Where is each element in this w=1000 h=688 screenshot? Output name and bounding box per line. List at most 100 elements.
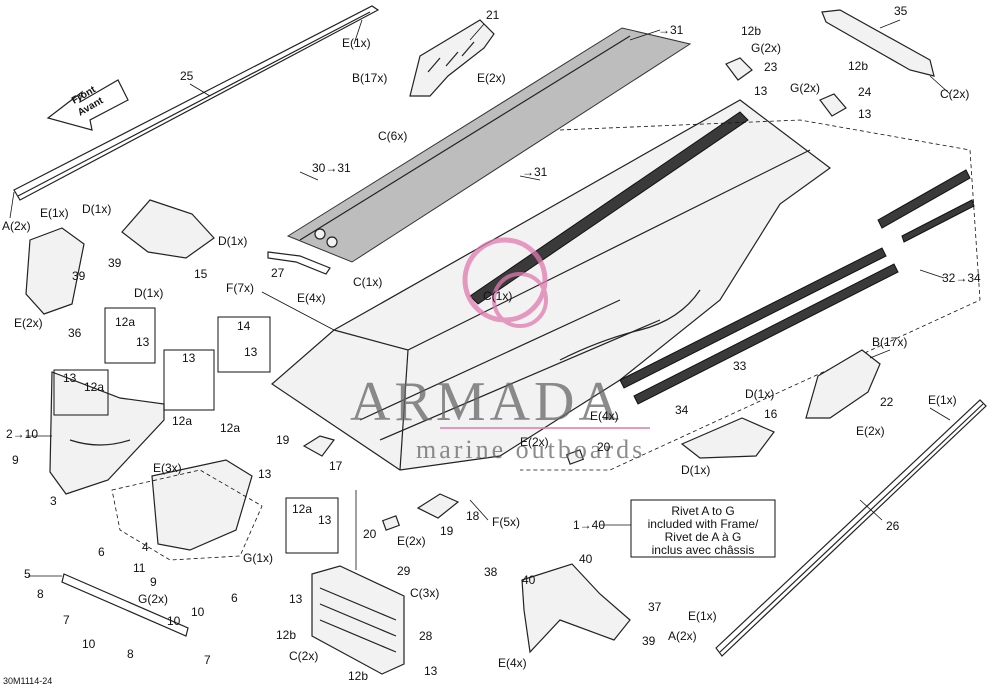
part-label-l-e4x-b: E(4x) (590, 409, 619, 423)
part-label-l-e2x-c: E(2x) (856, 424, 885, 438)
rail-25 (9, 5, 380, 219)
bracket-17 (302, 435, 336, 457)
part-labels: 25E(1x)A(2x)E(1x)21B(17x)E(2x)→31C(6x)30… (2, 4, 981, 683)
part-label-l-e2x-d: E(2x) (520, 435, 549, 449)
part-label-l13-a: 13 (754, 84, 768, 98)
bracket-36 (25, 227, 85, 315)
rivet-note-line2: included with Frame/ (648, 517, 759, 531)
part-label-l26: 26 (886, 519, 900, 533)
part-label-l-g1x: G(1x) (243, 551, 273, 565)
part-label-l13-c: 13 (136, 335, 150, 349)
part-label-l-e1x-d: E(1x) (688, 609, 717, 623)
part-label-l34: 34 (675, 403, 689, 417)
part-label-l-c6x: C(6x) (378, 129, 407, 143)
part-label-l13-h: 13 (318, 513, 332, 527)
part-label-l12a-c: 12a (172, 414, 192, 428)
part-label-l7-b: 7 (204, 653, 211, 667)
rivet-note-line1: Rivet A to G (671, 504, 734, 518)
part-label-l39-b: 39 (72, 269, 86, 283)
part-label-l33: 33 (733, 359, 747, 373)
part-label-l28: 28 (419, 629, 433, 643)
slide-rails-32-34 (619, 169, 975, 405)
tunnel-cover-30 (286, 27, 692, 263)
callout-boxes (53, 307, 339, 554)
part-label-l18: 18 (466, 509, 480, 523)
part-label-l13-e: 13 (182, 351, 196, 365)
part-label-l12a-b: 12a (84, 380, 104, 394)
bracket-22 (805, 349, 881, 419)
part-label-l2: 2→10 (6, 427, 38, 441)
part-label-l6-a: 6 (98, 545, 105, 559)
part-label-l-e4x-a: E(4x) (297, 291, 326, 305)
part-label-l15: 15 (194, 267, 208, 281)
part-label-l40-b: 40 (522, 573, 536, 587)
part-label-l-e4x-c: E(4x) (498, 656, 527, 670)
part-label-l12a-d: 12a (220, 421, 240, 435)
bar-5 (61, 573, 189, 637)
part-label-l8-b: 8 (127, 647, 134, 661)
part-label-l38: 38 (484, 565, 498, 579)
shield-15 (121, 199, 215, 259)
part-label-l-c1x-b: C(1x) (483, 289, 512, 303)
part-label-l12b-c: 12b (276, 628, 296, 642)
part-label-l13-j: 13 (424, 664, 438, 678)
part-label-l13-f: 13 (63, 371, 77, 385)
part-label-l6-b: 6 (231, 591, 238, 605)
part-label-l-e2x-e: E(2x) (397, 534, 426, 548)
bracket-37 (521, 563, 631, 654)
part-label-l17: 17 (329, 459, 343, 473)
diagram-id: 30M1114-24 (3, 676, 52, 686)
rivet-note-line3: Rivet de A à G (665, 530, 742, 544)
part-label-l-e1x-a: E(1x) (342, 36, 371, 50)
part-label-l-b17x-a: B(17x) (352, 71, 387, 85)
lower-frame-4 (151, 459, 253, 551)
part-label-l10-b: 10 (167, 614, 181, 628)
part-label-l12b-d: 12b (348, 669, 368, 683)
part-label-l-d1x-c: D(1x) (134, 286, 163, 300)
part-label-l11: 11 (133, 561, 146, 575)
bracket-18 (416, 493, 460, 519)
part-label-l13-d: 13 (244, 345, 258, 359)
part-label-l31a: →31 (658, 23, 684, 37)
leader-lines (26, 19, 951, 577)
rivet-note: Rivet A to G included with Frame/ Rivet … (600, 499, 776, 558)
part-label-l27: 27 (271, 266, 285, 280)
rail-26 (715, 399, 987, 657)
part-label-l20-b: 20 (363, 527, 377, 541)
part-label-l29: 29 (397, 564, 411, 578)
part-label-l-c2x-a: C(2x) (940, 87, 969, 101)
bar-27 (267, 251, 331, 275)
part-label-l39-c: 39 (642, 634, 656, 648)
watermark: ARMADA marine outboards (350, 237, 650, 464)
part-label-l40-a: 40 (579, 552, 593, 566)
part-label-l-e3x: E(3x) (153, 461, 182, 475)
part-label-l-c1x-a: C(1x) (353, 275, 382, 289)
part-label-l1: 1→40 (573, 518, 605, 532)
bracket-24 (819, 93, 847, 117)
part-label-l-c2x-b: C(2x) (289, 649, 318, 663)
part-label-l-d1x-a: D(1x) (82, 202, 111, 216)
part-label-l19-b: 19 (440, 524, 454, 538)
watermark-tagline: marine outboards (416, 435, 645, 464)
part-label-l9-a: 9 (12, 453, 19, 467)
cooler-28 (311, 565, 405, 675)
part-label-l23: 23 (764, 60, 778, 74)
watermark-brand: ARMADA (350, 371, 623, 433)
part-label-l13-b: 13 (858, 107, 872, 121)
part-label-l36: 36 (68, 326, 82, 340)
plate-20 (381, 449, 585, 531)
part-label-l-g2x-b: G(2x) (790, 81, 820, 95)
part-label-l12a-a: 12a (115, 315, 135, 329)
part-label-l5: 5 (24, 567, 31, 581)
part-label-l-a2x-b: A(2x) (668, 629, 697, 643)
part-label-l13-g: 13 (258, 467, 272, 481)
part-label-l4: 4 (142, 540, 149, 554)
part-label-l-d1x-e: D(1x) (681, 463, 710, 477)
part-label-l3: 3 (50, 494, 57, 508)
part-label-l24: 24 (858, 85, 872, 99)
part-label-l-d1x-b: D(1x) (218, 234, 247, 248)
bracket-21 (409, 19, 495, 97)
part-label-l39-a: 39 (108, 256, 122, 270)
part-label-l-e2x-b: E(2x) (14, 316, 43, 330)
